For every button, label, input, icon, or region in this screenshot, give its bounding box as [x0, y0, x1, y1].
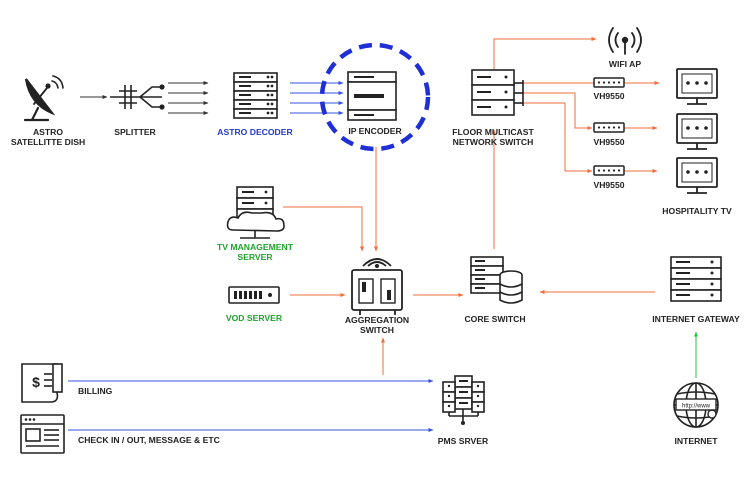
- internet-gateway-icon: [670, 256, 722, 302]
- vh9550-icon-3: [593, 165, 625, 176]
- vh9550-label-2: VH9550: [593, 137, 625, 147]
- tv-icon-1: [676, 68, 718, 105]
- tv-icon-3: [676, 157, 718, 194]
- tv-management-label-line2: SERVER: [237, 252, 273, 262]
- astro-dish-label-line2: SATELLITTE DISH: [10, 137, 86, 147]
- internet-label: INTERNET: [674, 436, 718, 446]
- checkin-label: CHECK IN / OUT, MESSAGE & ETC: [78, 435, 220, 445]
- astro-decoder-label: ASTRO DECODER: [217, 127, 293, 137]
- ip-encoder-icon: [347, 71, 397, 121]
- billing-receipt-icon: $: [21, 363, 63, 403]
- vh9550-icon-2: [593, 122, 625, 133]
- pms-server-icon: [442, 375, 485, 425]
- blue-connectors: [68, 81, 434, 432]
- astro-dish-label: ASTRO SATELLITTE DISH: [5, 127, 91, 147]
- wifi-ap-icon: [608, 27, 642, 55]
- vh9550-label-3: VH9550: [593, 180, 625, 190]
- floor-switch-to-wifi-arrow: [493, 37, 597, 71]
- orange-connectors: [283, 37, 660, 375]
- aggregation-switch-label-line2: SWITCH: [360, 325, 394, 335]
- floor-switch-to-vh9550-2-arrow: [523, 92, 593, 130]
- checkin-window-icon: [20, 414, 65, 454]
- aggregation-switch-icon: [351, 258, 403, 315]
- dark-connectors: [80, 81, 209, 115]
- floor-switch-label-line2: NETWORK SWITCH: [452, 137, 534, 147]
- core-switch-icon: [470, 256, 523, 304]
- ip-encoder-label: IP ENCODER: [348, 126, 402, 136]
- internet-globe-url: http://www: [682, 404, 711, 410]
- astro-decoder-icon: [233, 72, 278, 119]
- billing-label: BILLING: [78, 386, 113, 396]
- pms-server-label: PMS SRVER: [437, 436, 489, 446]
- aggregation-switch-label: AGGREGATION SWITCH: [332, 315, 422, 335]
- floor-switch-label: FLOOR MULTICAST NETWORK SWITCH: [445, 127, 541, 147]
- core-switch-label: CORE SWITCH: [464, 314, 526, 324]
- tv-management-server-icon: [226, 186, 285, 239]
- satellite-dish-icon: [23, 75, 64, 122]
- vh9550-label-1: VH9550: [593, 91, 625, 101]
- tv-management-label-line1: TV MANAGEMENT: [217, 242, 293, 252]
- tvmgmt-to-aggregation-arrow: [283, 206, 364, 252]
- vod-server-icon: [228, 286, 280, 304]
- ip-encoder-highlight: [319, 42, 431, 152]
- internet-globe-icon: [673, 382, 719, 428]
- internet-gateway-label: INTERNET GATEWAY: [652, 314, 740, 324]
- aggregation-switch-label-line1: AGGREGATION: [344, 315, 410, 325]
- splitter-icon: [110, 84, 165, 110]
- floor-switch-icon: [471, 69, 524, 116]
- wifi-ap-label: WIFI AP: [608, 59, 642, 69]
- floor-switch-to-vh9550-3-arrow: [523, 102, 593, 173]
- hospitality-tv-label: HOSPITALITY TV: [662, 206, 732, 216]
- vod-server-label: VOD SERVER: [225, 313, 283, 323]
- vh9550-icon-1: [593, 77, 625, 88]
- tv-icon-2: [676, 113, 718, 150]
- svg-text:$: $: [32, 374, 40, 390]
- floor-switch-label-line1: FLOOR MULTICAST: [452, 127, 534, 137]
- astro-dish-label-line1: ASTRO: [32, 127, 64, 137]
- splitter-label: SPLITTER: [114, 127, 156, 137]
- tv-management-label: TV MANAGEMENT SERVER: [205, 242, 305, 262]
